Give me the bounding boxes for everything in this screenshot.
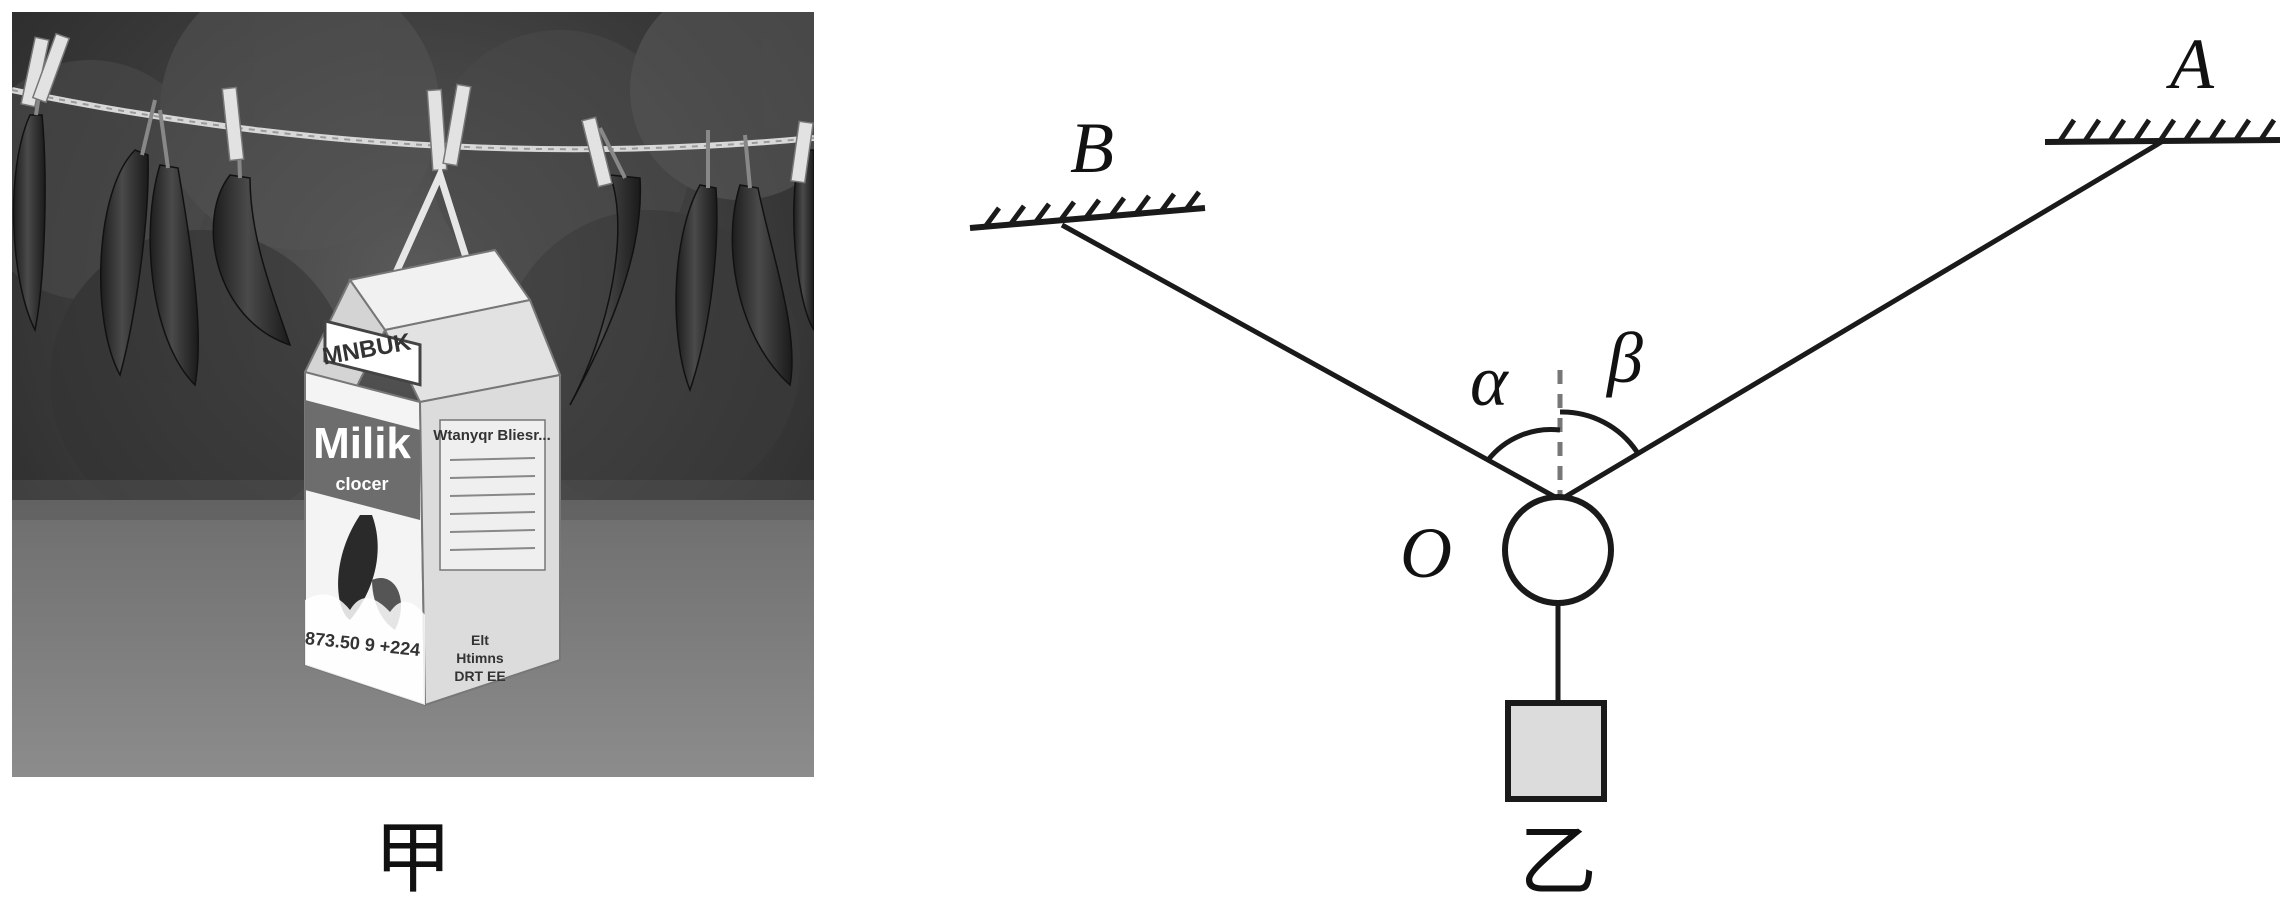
milk-carton: MNBUK Milik cIocer Wtanyqr Bliesr... 873… <box>303 248 562 707</box>
carton-strap <box>391 165 474 277</box>
label-alpha: α <box>1470 341 1509 421</box>
angle-beta-arc <box>1559 409 1640 454</box>
angle-alpha-arc <box>1486 426 1561 462</box>
label-O: O <box>1400 513 1452 593</box>
rope-OA <box>1563 138 2165 500</box>
carton-bottom-line3: Htimns <box>456 650 504 666</box>
chili-peppers <box>12 114 814 406</box>
caption-yi: 乙 <box>1519 817 1597 907</box>
diagram-labels: B A O α β <box>1070 24 2215 593</box>
ceiling-B <box>969 190 1206 231</box>
clothespins <box>20 32 814 188</box>
carton-pepper-art <box>338 515 378 620</box>
ceiling-A <box>2044 118 2281 145</box>
carton-brand: Milik <box>313 419 411 468</box>
ring-O <box>1502 494 1614 606</box>
carton-bottom-line4: DRT EE <box>454 668 505 684</box>
force-diagram <box>969 118 2281 802</box>
hanging-weight <box>1505 700 1607 802</box>
label-B: B <box>1070 108 1114 188</box>
rope-OB <box>1060 222 1557 500</box>
label-beta: β <box>1605 318 1643 398</box>
photo-panel: MNBUK Milik cIocer Wtanyqr Bliesr... 873… <box>12 12 814 777</box>
label-A: A <box>2166 24 2215 104</box>
carton-sub: cIocer <box>335 474 388 494</box>
caption-jia: 甲 <box>374 814 452 904</box>
carton-side-title: Wtanyqr Bliesr... <box>433 427 551 444</box>
carton-bottom-line2: Elt <box>471 632 489 648</box>
